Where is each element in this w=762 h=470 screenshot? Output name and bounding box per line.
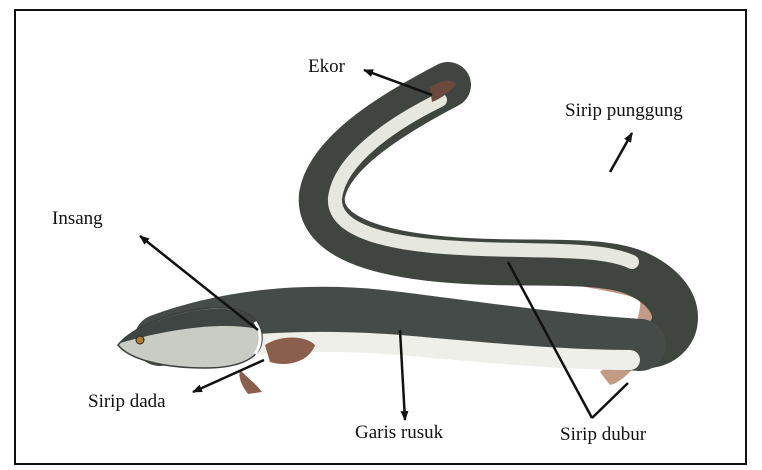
label-sirip-dubur: Sirip dubur xyxy=(560,424,646,446)
sirip-punggung-pointer xyxy=(610,133,632,172)
label-garis-rusuk: Garis rusuk xyxy=(355,422,443,444)
label-sirip-punggung: Sirip punggung xyxy=(565,100,683,122)
eel-body xyxy=(118,80,675,394)
label-sirip-dada: Sirip dada xyxy=(88,391,166,413)
label-insang: Insang xyxy=(52,208,103,230)
pectoral-fin-lower xyxy=(239,370,262,394)
sirip-dubur-pointer-b xyxy=(592,383,628,418)
pectoral-fin-shape xyxy=(265,338,315,365)
label-ekor: Ekor xyxy=(308,56,345,78)
eel-eye xyxy=(136,336,144,344)
